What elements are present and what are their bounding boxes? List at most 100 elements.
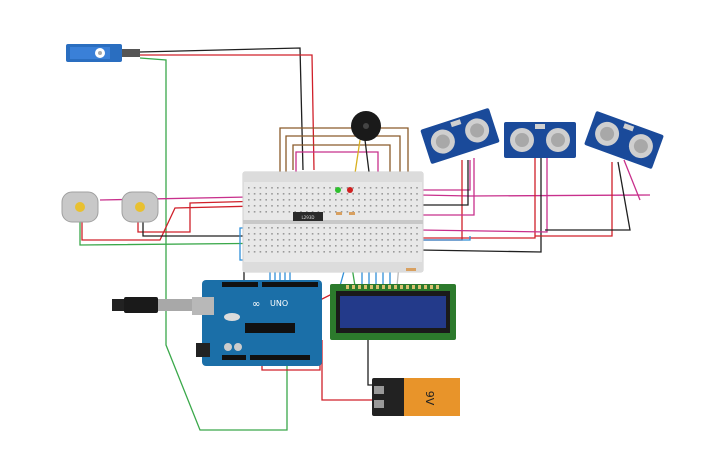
breadboard-hole [271,227,273,229]
breadboard-hole [346,211,349,213]
breadboard-hole [277,199,279,201]
breadboard-hole [416,205,418,207]
breadboard-hole [346,187,349,189]
breadboard-hole [265,199,267,201]
breadboard-hole [259,211,262,213]
breadboard-hole [340,233,343,235]
breadboard-hole [369,233,372,235]
breadboard-hole [271,245,273,247]
breadboard-hole [294,193,296,195]
breadboard-hole [253,187,256,189]
breadboard-hole [375,239,378,241]
breadboard-hole [277,211,279,213]
breadboard-hole [265,239,267,241]
breadboard-hole [410,245,412,247]
breadboard-hole [323,233,325,235]
breadboard-hole [259,233,262,235]
arduino-infinity-icon: ∞ [252,299,260,310]
breadboard-hole [375,193,378,195]
breadboard-hole [329,199,331,201]
breadboard-hole [335,205,337,207]
breadboard-hole [404,227,407,229]
breadboard-hole [393,187,395,189]
breadboard-hole [387,211,389,213]
breadboard-hole [410,239,412,241]
breadboard-hole [248,245,250,247]
breadboard-hole [271,205,273,207]
breadboard-hole [335,199,337,201]
led-red [347,187,353,193]
breadboard-hole [248,199,250,201]
breadboard-hole [317,211,320,213]
piezo-buzzer-icon [351,111,381,141]
breadboard-hole [352,251,354,253]
wire-red-arduino-1 [261,289,341,371]
breadboard-hole [381,193,383,195]
wire-motor2-red [137,199,301,233]
breadboard-hole [294,187,296,189]
breadboard-hole [311,245,314,247]
breadboard-hole [277,239,279,241]
breadboard-hole [364,239,366,241]
usb-plug-icon [112,297,192,313]
breadboard-hole [358,211,360,213]
breadboard-hole [282,227,285,229]
breadboard-hole [253,211,256,213]
breadboard-hole [369,211,372,213]
dc-motor-icon [121,191,159,223]
breadboard-hole [404,251,407,253]
breadboard-hole [282,233,285,235]
breadboard-hole [375,233,378,235]
breadboard-hole [323,187,325,189]
breadboard-hole [352,187,354,189]
lcd-pin [388,285,391,289]
wire-sensor2-red [420,155,536,239]
breadboard-hole [358,205,360,207]
breadboard-hole [369,193,372,195]
breadboard-hole [352,239,354,241]
breadboard-hole [358,233,360,235]
breadboard-hole [311,187,314,189]
lcd-pin [400,285,403,289]
breadboard-hole [410,187,412,189]
breadboard-hole [259,239,262,241]
breadboard-hole [404,245,407,247]
breadboard-hole [288,233,291,235]
breadboard: L293D [242,171,424,273]
wire-battery-red [321,340,372,401]
breadboard-hole [387,187,389,189]
breadboard-hole [387,199,389,201]
breadboard-hole [398,193,401,195]
lcd-pins [346,285,439,289]
breadboard-hole [404,211,407,213]
breadboard-hole [346,245,349,247]
breadboard-hole [387,227,389,229]
breadboard-hole [300,211,302,213]
breadboard-hole [393,205,395,207]
breadboard-hole [329,245,331,247]
breadboard-hole [410,199,412,201]
breadboard-hole [398,187,401,189]
breadboard-hole [306,193,308,195]
breadboard-hole [277,227,279,229]
breadboard-hole [410,227,412,229]
breadboard-hole [277,187,279,189]
breadboard-hole [323,239,325,241]
breadboard-hole [387,239,389,241]
lcd-pin [376,285,379,289]
breadboard-hole [282,199,285,201]
breadboard-hole [352,199,354,201]
breadboard-hole [300,193,302,195]
breadboard-hole [288,187,291,189]
breadboard-hole [259,205,262,207]
lcd-pin [424,285,427,289]
breadboard-hole [393,251,395,253]
breadboard-hole [381,211,383,213]
breadboard-hole [335,227,337,229]
wire-battery-black [367,340,372,386]
wire-sensor1-pink [420,158,475,216]
breadboard-hole [410,205,412,207]
breadboard-hole [364,227,366,229]
ultrasonic-sensor-icon [504,122,576,158]
breadboard-hole [294,245,296,247]
